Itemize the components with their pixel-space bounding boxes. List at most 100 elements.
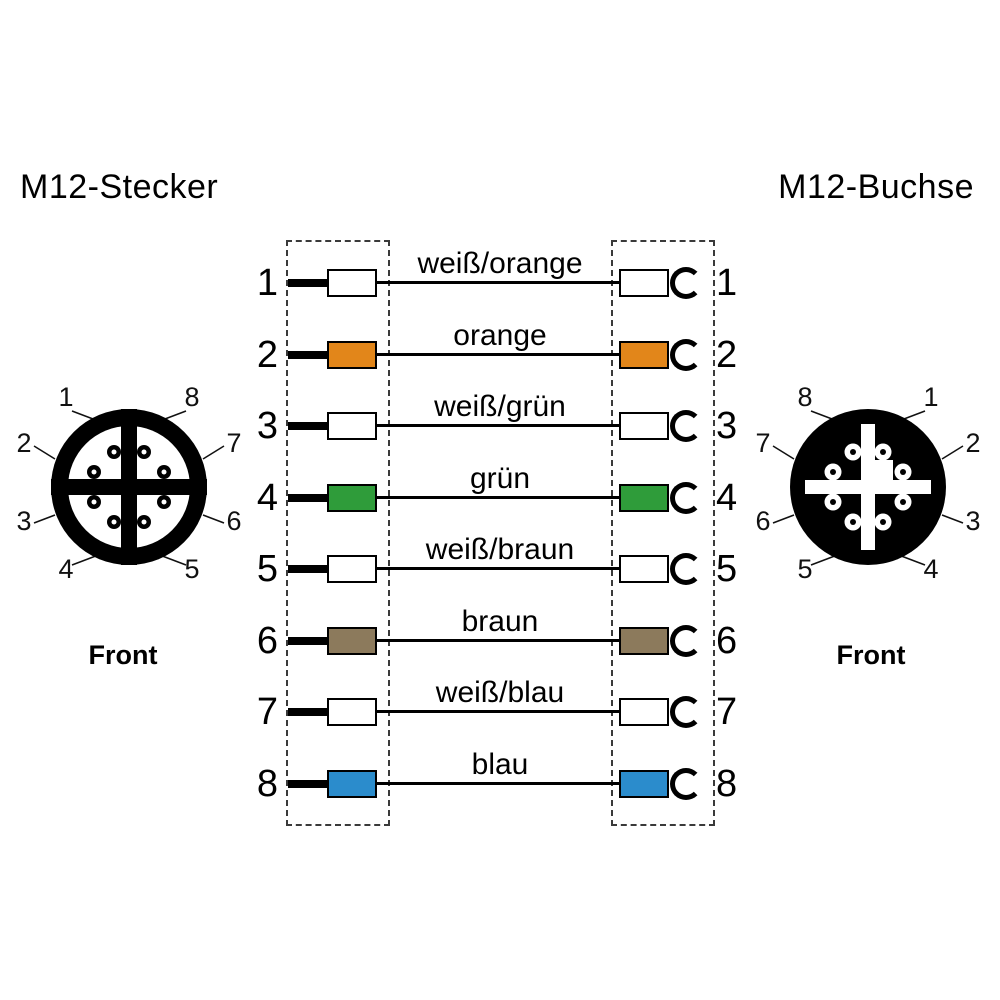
connector-boundary-left [286, 240, 390, 826]
wire-row-4: 4 grün 4 [0, 462, 1000, 534]
wire-stub [288, 279, 328, 287]
right-pin-number: 6 [716, 620, 738, 662]
left-pin-number: 2 [256, 334, 278, 376]
cross-vertical-slot [861, 424, 875, 550]
right-pin-number: 8 [716, 763, 738, 805]
wire-stub [288, 708, 328, 716]
m12-female-connector-face: 8 1 7 2 6 3 5 4 [755, 382, 980, 584]
front-label-right: Front [836, 640, 906, 670]
pin-label: 5 [184, 554, 199, 584]
pin-number-labels: 8 1 7 2 6 3 5 4 [755, 382, 980, 584]
wire-color-label: orange [453, 319, 547, 352]
wire-color-label: blau [471, 748, 529, 781]
wire-row-5: 5 weiß/braun 5 [0, 533, 1000, 605]
wire-color-box-left [327, 698, 377, 726]
wire-row-8: 8 blau 8 [0, 748, 1000, 820]
pin-label: 7 [755, 428, 770, 458]
left-pin-number: 8 [256, 763, 278, 805]
front-label-left: Front [88, 640, 158, 670]
wire-color-box-left [327, 627, 377, 655]
wire-color-box-right [619, 341, 669, 369]
pin-label: 8 [797, 382, 812, 412]
wire-line [377, 281, 620, 284]
left-connector-title: M12-Stecker [20, 168, 219, 206]
wire-line [377, 639, 620, 642]
wire-color-box-right [619, 412, 669, 440]
wire-line [377, 782, 620, 785]
socket-contact-icon [670, 768, 702, 800]
left-pin-number: 5 [256, 548, 278, 590]
pin-label: 4 [58, 554, 73, 584]
wire-line [377, 496, 620, 499]
wire-color-box-left [327, 412, 377, 440]
right-connector-title: M12-Buchse [778, 168, 974, 206]
pin-label: 5 [797, 554, 812, 584]
left-pin-number: 7 [256, 691, 278, 733]
wire-color-label: weiß/grün [434, 390, 566, 423]
m12-male-connector-face: 1 8 2 7 3 6 4 5 [16, 382, 241, 584]
wire-color-box-right [619, 698, 669, 726]
wire-stub [288, 565, 328, 573]
socket-contact-icon [670, 339, 702, 371]
left-pin-number: 4 [256, 477, 278, 519]
wire-color-box-right [619, 627, 669, 655]
left-pin-number: 1 [256, 262, 278, 304]
pin-label: 7 [226, 428, 241, 458]
wire-row-6: 6 braun 6 [0, 605, 1000, 677]
socket-contact-icon [670, 696, 702, 728]
socket-contact-icon [670, 482, 702, 514]
pin-label: 2 [965, 428, 980, 458]
wire-line [377, 567, 620, 570]
wire-line [377, 710, 620, 713]
right-pin-number: 3 [716, 405, 738, 447]
socket-contact-icon [670, 625, 702, 657]
wire-stub [288, 494, 328, 502]
wire-row-7: 7 weiß/blau 7 [0, 676, 1000, 748]
socket-contact-icon [670, 267, 702, 299]
pin-sockets [824, 443, 912, 531]
right-pin-number: 1 [716, 262, 738, 304]
connector-boundary-right [611, 240, 715, 826]
wire-row-1: 1 weiß/orange 1 [0, 247, 1000, 319]
wire-line [377, 353, 620, 356]
wire-color-box-right [619, 269, 669, 297]
right-pin-number: 2 [716, 334, 738, 376]
wire-color-box-left [327, 770, 377, 798]
wire-color-label: weiß/orange [417, 247, 583, 280]
wire-color-box-left [327, 555, 377, 583]
pin-label: 6 [755, 506, 770, 536]
cross-vertical-bar [121, 409, 137, 565]
pin-dots [87, 445, 171, 529]
wire-color-label: weiß/braun [425, 533, 575, 566]
pin-label: 1 [58, 382, 73, 412]
wire-color-label: braun [461, 605, 539, 638]
pin-label: 4 [923, 554, 938, 584]
left-pin-number: 6 [256, 620, 278, 662]
right-pin-number: 7 [716, 691, 738, 733]
pin-number-labels: 1 8 2 7 3 6 4 5 [16, 382, 241, 584]
wire-color-box-right [619, 770, 669, 798]
socket-contact-icon [670, 553, 702, 585]
wire-color-box-left [327, 484, 377, 512]
wire-color-box-right [619, 555, 669, 583]
keyway-notch [875, 460, 893, 480]
wire-color-box-right [619, 484, 669, 512]
wire-stub [288, 351, 328, 359]
pin-label: 2 [16, 428, 31, 458]
wire-stub [288, 422, 328, 430]
pin-label: 3 [965, 506, 980, 536]
right-pin-number: 5 [716, 548, 738, 590]
wire-row-3: 3 weiß/grün 3 [0, 390, 1000, 462]
left-pin-number: 3 [256, 405, 278, 447]
wire-color-box-left [327, 341, 377, 369]
socket-contact-icon [670, 410, 702, 442]
wire-line [377, 424, 620, 427]
pin-label: 8 [184, 382, 199, 412]
wire-row-2: 2 orange 2 [0, 319, 1000, 391]
right-pin-number: 4 [716, 477, 738, 519]
pin-label: 1 [923, 382, 938, 412]
wire-color-box-left [327, 269, 377, 297]
wire-color-label: grün [469, 462, 531, 495]
pin-label: 3 [16, 506, 31, 536]
